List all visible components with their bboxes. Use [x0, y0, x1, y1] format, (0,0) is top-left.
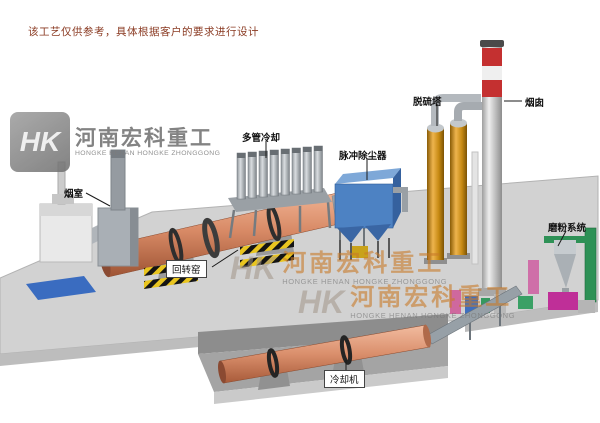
brand-text-block: 河南宏科重工 HONGKE HENAN HONGKE ZHONGGONG [75, 127, 220, 157]
leader-lines [85, 100, 567, 370]
label-pulse-dust-collector: 脉冲除尘器 [339, 151, 387, 162]
chimney-band-red-2 [482, 80, 502, 97]
grinding-green-box [518, 296, 533, 309]
collector-hopper [337, 226, 364, 243]
collector-front [334, 183, 394, 229]
chimney-base [478, 288, 506, 296]
disclaimer-text: 该工艺仅供参考，具体根据客户的要求进行设计 [28, 26, 259, 38]
chimney-body [482, 46, 502, 292]
hk-logo-icon: HK [10, 112, 70, 172]
bag-filter-graphic [39, 161, 100, 263]
cooling-tyre-ring-1 [266, 348, 280, 378]
label-grinding-system: 磨粉系统 [548, 223, 587, 234]
aux-pink-unit [450, 290, 461, 314]
brand-name-cn: 河南宏科重工 [75, 126, 213, 150]
cooler-leg [326, 201, 332, 229]
leader-grinding [557, 230, 567, 247]
collector-side [393, 168, 401, 228]
label-cooling-machine: 冷却机 [324, 370, 365, 388]
cooler-base [228, 188, 332, 212]
grinding-gray-box [578, 300, 595, 313]
leader-rotary-kiln [211, 249, 239, 268]
hood-side-shade [130, 208, 138, 266]
multi-tube-cooler-graphic [228, 145, 332, 239]
label-multi-tube-cooler: 多管冷却 [242, 133, 281, 144]
collector-top [335, 168, 401, 184]
cyclone-top [554, 240, 576, 254]
platform-front-left-face [0, 336, 210, 366]
chimney-band-red-1 [482, 48, 502, 66]
collector-outlet-pipe [393, 187, 408, 212]
water-pond [26, 276, 96, 300]
desulfurization-towers-graphic [424, 94, 482, 264]
brand-name-en: HONGKE HENAN HONGKE ZHONGGONG [75, 150, 221, 158]
tower-base [447, 253, 470, 259]
tower-1 [427, 128, 444, 260]
chimney-graphic [478, 40, 506, 296]
hazard-rail [240, 252, 294, 268]
grinding-system-graphic [518, 227, 597, 313]
brand-watermark-left: HK 河南宏科重工 HONGKE HENAN HONGKE ZHONGGONG [10, 112, 220, 172]
label-smoke-chamber: 烟室 [64, 189, 84, 200]
cooler-leg [252, 209, 258, 237]
grinding-pink-cylinder [528, 260, 539, 294]
hazard-rail [240, 239, 294, 255]
bag-filter-top [40, 204, 92, 216]
kiln-hood-graphic [97, 149, 139, 267]
collector-hopper [365, 224, 391, 241]
leader-smoke-chamber [85, 192, 111, 207]
label-desulfurization-tower: 脱硫塔 [413, 97, 442, 108]
tower-1-outlet-pipe [431, 94, 481, 126]
kiln-girth-gear [202, 217, 220, 259]
cooling-end-cap-right [423, 324, 431, 348]
bucket-elevator [471, 151, 479, 265]
label-chimney: 烟囱 [525, 98, 545, 109]
cooler-leg [228, 209, 236, 239]
cooling-end-cap-left [218, 360, 226, 384]
chimney-band-white [482, 66, 502, 80]
label-rotary-kiln: 回转窑 [166, 260, 207, 278]
cyclone-cone [554, 254, 576, 288]
pulse-dust-collector-graphic [334, 168, 408, 260]
tower-2 [450, 123, 467, 255]
bag-filter-cap [52, 194, 74, 204]
grinding-magenta-unit [548, 292, 578, 310]
cooling-machine-graphic [218, 324, 431, 384]
chimney-top-rim [480, 40, 504, 47]
tower-base [424, 258, 447, 264]
pit-back-wall [198, 314, 448, 354]
grinding-green-pipe [544, 236, 588, 243]
discharge-bin [352, 246, 368, 258]
tower-2-outlet-pipe [454, 102, 482, 121]
hood-riser-cap [111, 150, 125, 158]
cooling-tyre-ring-2 [339, 335, 353, 365]
cooler-tubes [236, 145, 323, 200]
